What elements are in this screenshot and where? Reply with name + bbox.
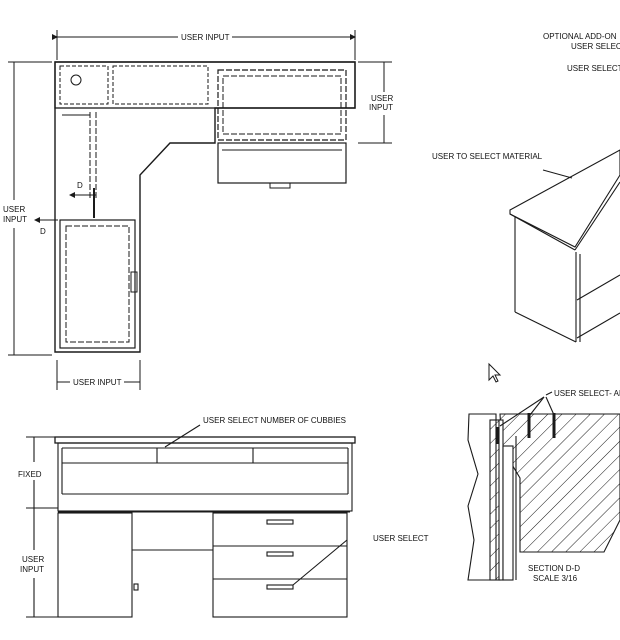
section-view (467, 391, 620, 581)
plan-dim-bottom: USER INPUT (73, 378, 122, 387)
elevation-user-label: USER (22, 555, 44, 564)
plan-dim-left-1: USER (3, 205, 25, 214)
fixed-label: FIXED (18, 470, 42, 479)
section-callout: USER SELECT- AI (554, 389, 620, 398)
plan-labels: USER INPUT USER INPUT USER INPUT USER IN… (3, 33, 393, 387)
plan-dim-left-2: INPUT (3, 215, 27, 224)
optional-user-select-label: USER SELEC (571, 42, 620, 51)
isometric-view (509, 149, 620, 343)
cubbies-callout: USER SELECT NUMBER OF CUBBIES (203, 416, 346, 425)
section-marker-bottom: D (40, 227, 46, 236)
elevation-input-label: INPUT (20, 565, 44, 574)
section-labels: USER SELECT- AI SECTION D-D SCALE 3/16 (528, 389, 620, 583)
drawer-callout: USER SELECT (373, 534, 429, 543)
plan-view (8, 30, 392, 390)
optional-addon-label: OPTIONAL ADD-ON (543, 32, 617, 41)
plan-dim-top: USER INPUT (181, 33, 230, 42)
section-scale: SCALE 3/16 (533, 574, 578, 583)
iso-user-select-label: USER SELECT (567, 64, 620, 73)
section-title: SECTION D-D (528, 564, 580, 573)
plan-dim-right-1: USER (371, 94, 393, 103)
material-callout: USER TO SELECT MATERIAL (432, 152, 543, 161)
section-marker-top: D (77, 181, 83, 190)
elevation-labels: USER SELECT NUMBER OF CUBBIES FIXED USER… (18, 416, 429, 574)
pointer-cursor-icon (488, 362, 502, 383)
isometric-labels: OPTIONAL ADD-ON USER SELEC USER SELECT U… (432, 32, 620, 161)
plan-dim-right-2: INPUT (369, 103, 393, 112)
front-elevation (26, 424, 356, 618)
